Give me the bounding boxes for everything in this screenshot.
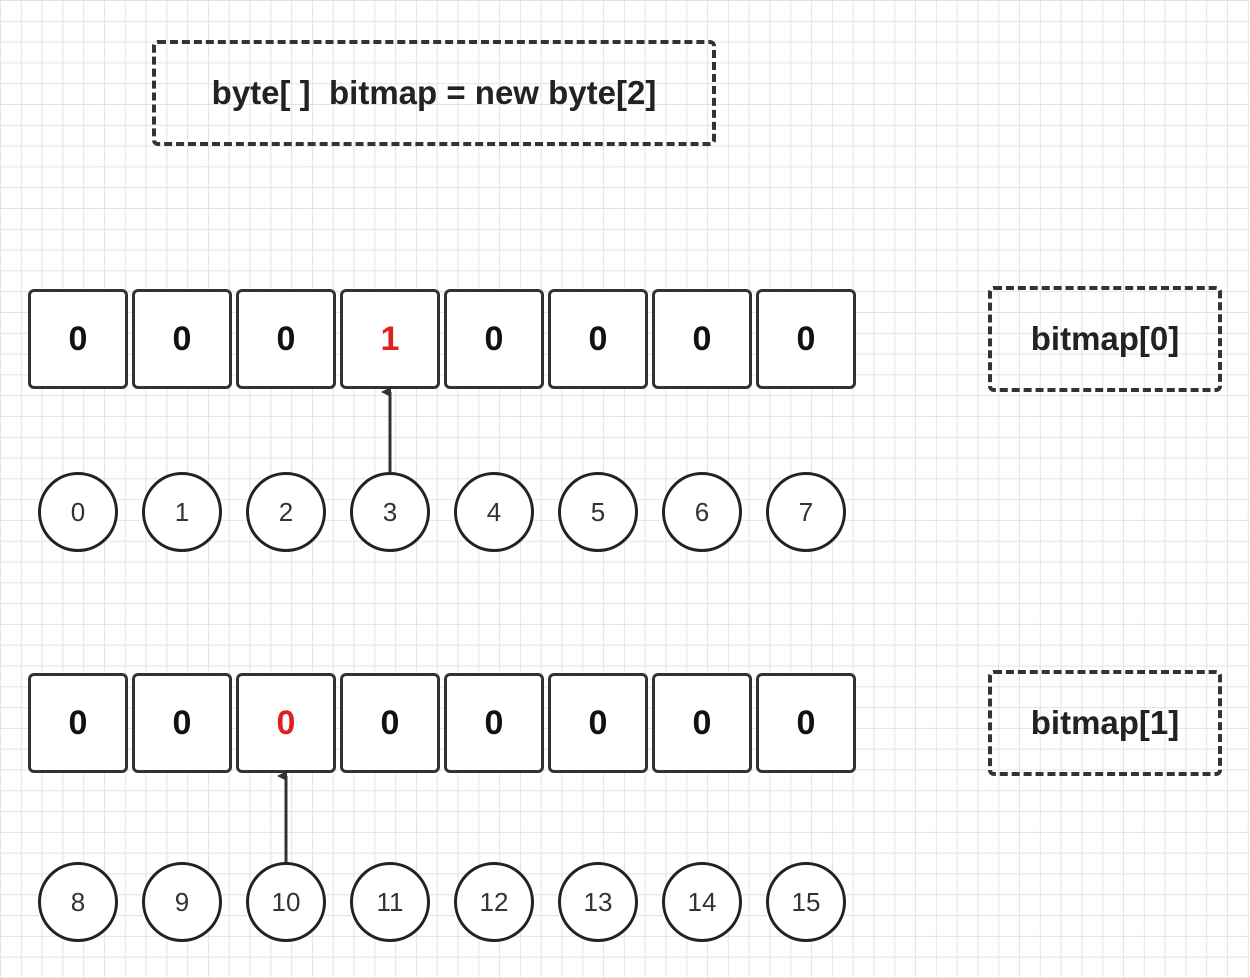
bit-cell[interactable]: 0 bbox=[132, 289, 232, 389]
bit-index: 6 bbox=[662, 472, 742, 552]
bit-index: 5 bbox=[558, 472, 638, 552]
bit-cell[interactable]: 0 bbox=[652, 673, 752, 773]
bitmap-label-0: bitmap[0] bbox=[988, 286, 1222, 392]
bit-cell[interactable]: 0 bbox=[548, 289, 648, 389]
bitmap-label-1: bitmap[1] bbox=[988, 670, 1222, 776]
bit-index: 15 bbox=[766, 862, 846, 942]
bit-cell[interactable]: 0 bbox=[340, 673, 440, 773]
bitmap-label-text: bitmap[0] bbox=[1030, 320, 1180, 357]
bit-index: 3 bbox=[350, 472, 430, 552]
bit-cell[interactable]: 0 bbox=[444, 289, 544, 389]
bit-index: 13 bbox=[558, 862, 638, 942]
bit-cell[interactable]: 0 bbox=[652, 289, 752, 389]
bit-index: 7 bbox=[766, 472, 846, 552]
bit-index: 10 bbox=[246, 862, 326, 942]
bitmap-label-text: bitmap[1] bbox=[1030, 704, 1180, 741]
bit-index: 8 bbox=[38, 862, 118, 942]
bit-cell[interactable]: 0 bbox=[132, 673, 232, 773]
bit-index: 1 bbox=[142, 472, 222, 552]
bit-index: 0 bbox=[38, 472, 118, 552]
bit-index: 11 bbox=[350, 862, 430, 942]
bit-cell[interactable]: 0 bbox=[756, 289, 856, 389]
bit-index: 4 bbox=[454, 472, 534, 552]
bit-cell[interactable]: 0 bbox=[236, 289, 336, 389]
bit-cell[interactable]: 0 bbox=[28, 289, 128, 389]
bit-cell[interactable]: 1 bbox=[340, 289, 440, 389]
bit-index: 14 bbox=[662, 862, 742, 942]
bit-index: 9 bbox=[142, 862, 222, 942]
bit-cell[interactable]: 0 bbox=[28, 673, 128, 773]
bit-index: 12 bbox=[454, 862, 534, 942]
bit-cell[interactable]: 0 bbox=[756, 673, 856, 773]
title-box: byte[ ] bitmap = new byte[2] bbox=[152, 40, 716, 146]
title-text: byte[ ] bitmap = new byte[2] bbox=[211, 74, 657, 111]
bit-cell[interactable]: 0 bbox=[444, 673, 544, 773]
bit-cell[interactable]: 0 bbox=[548, 673, 648, 773]
bit-index: 2 bbox=[246, 472, 326, 552]
